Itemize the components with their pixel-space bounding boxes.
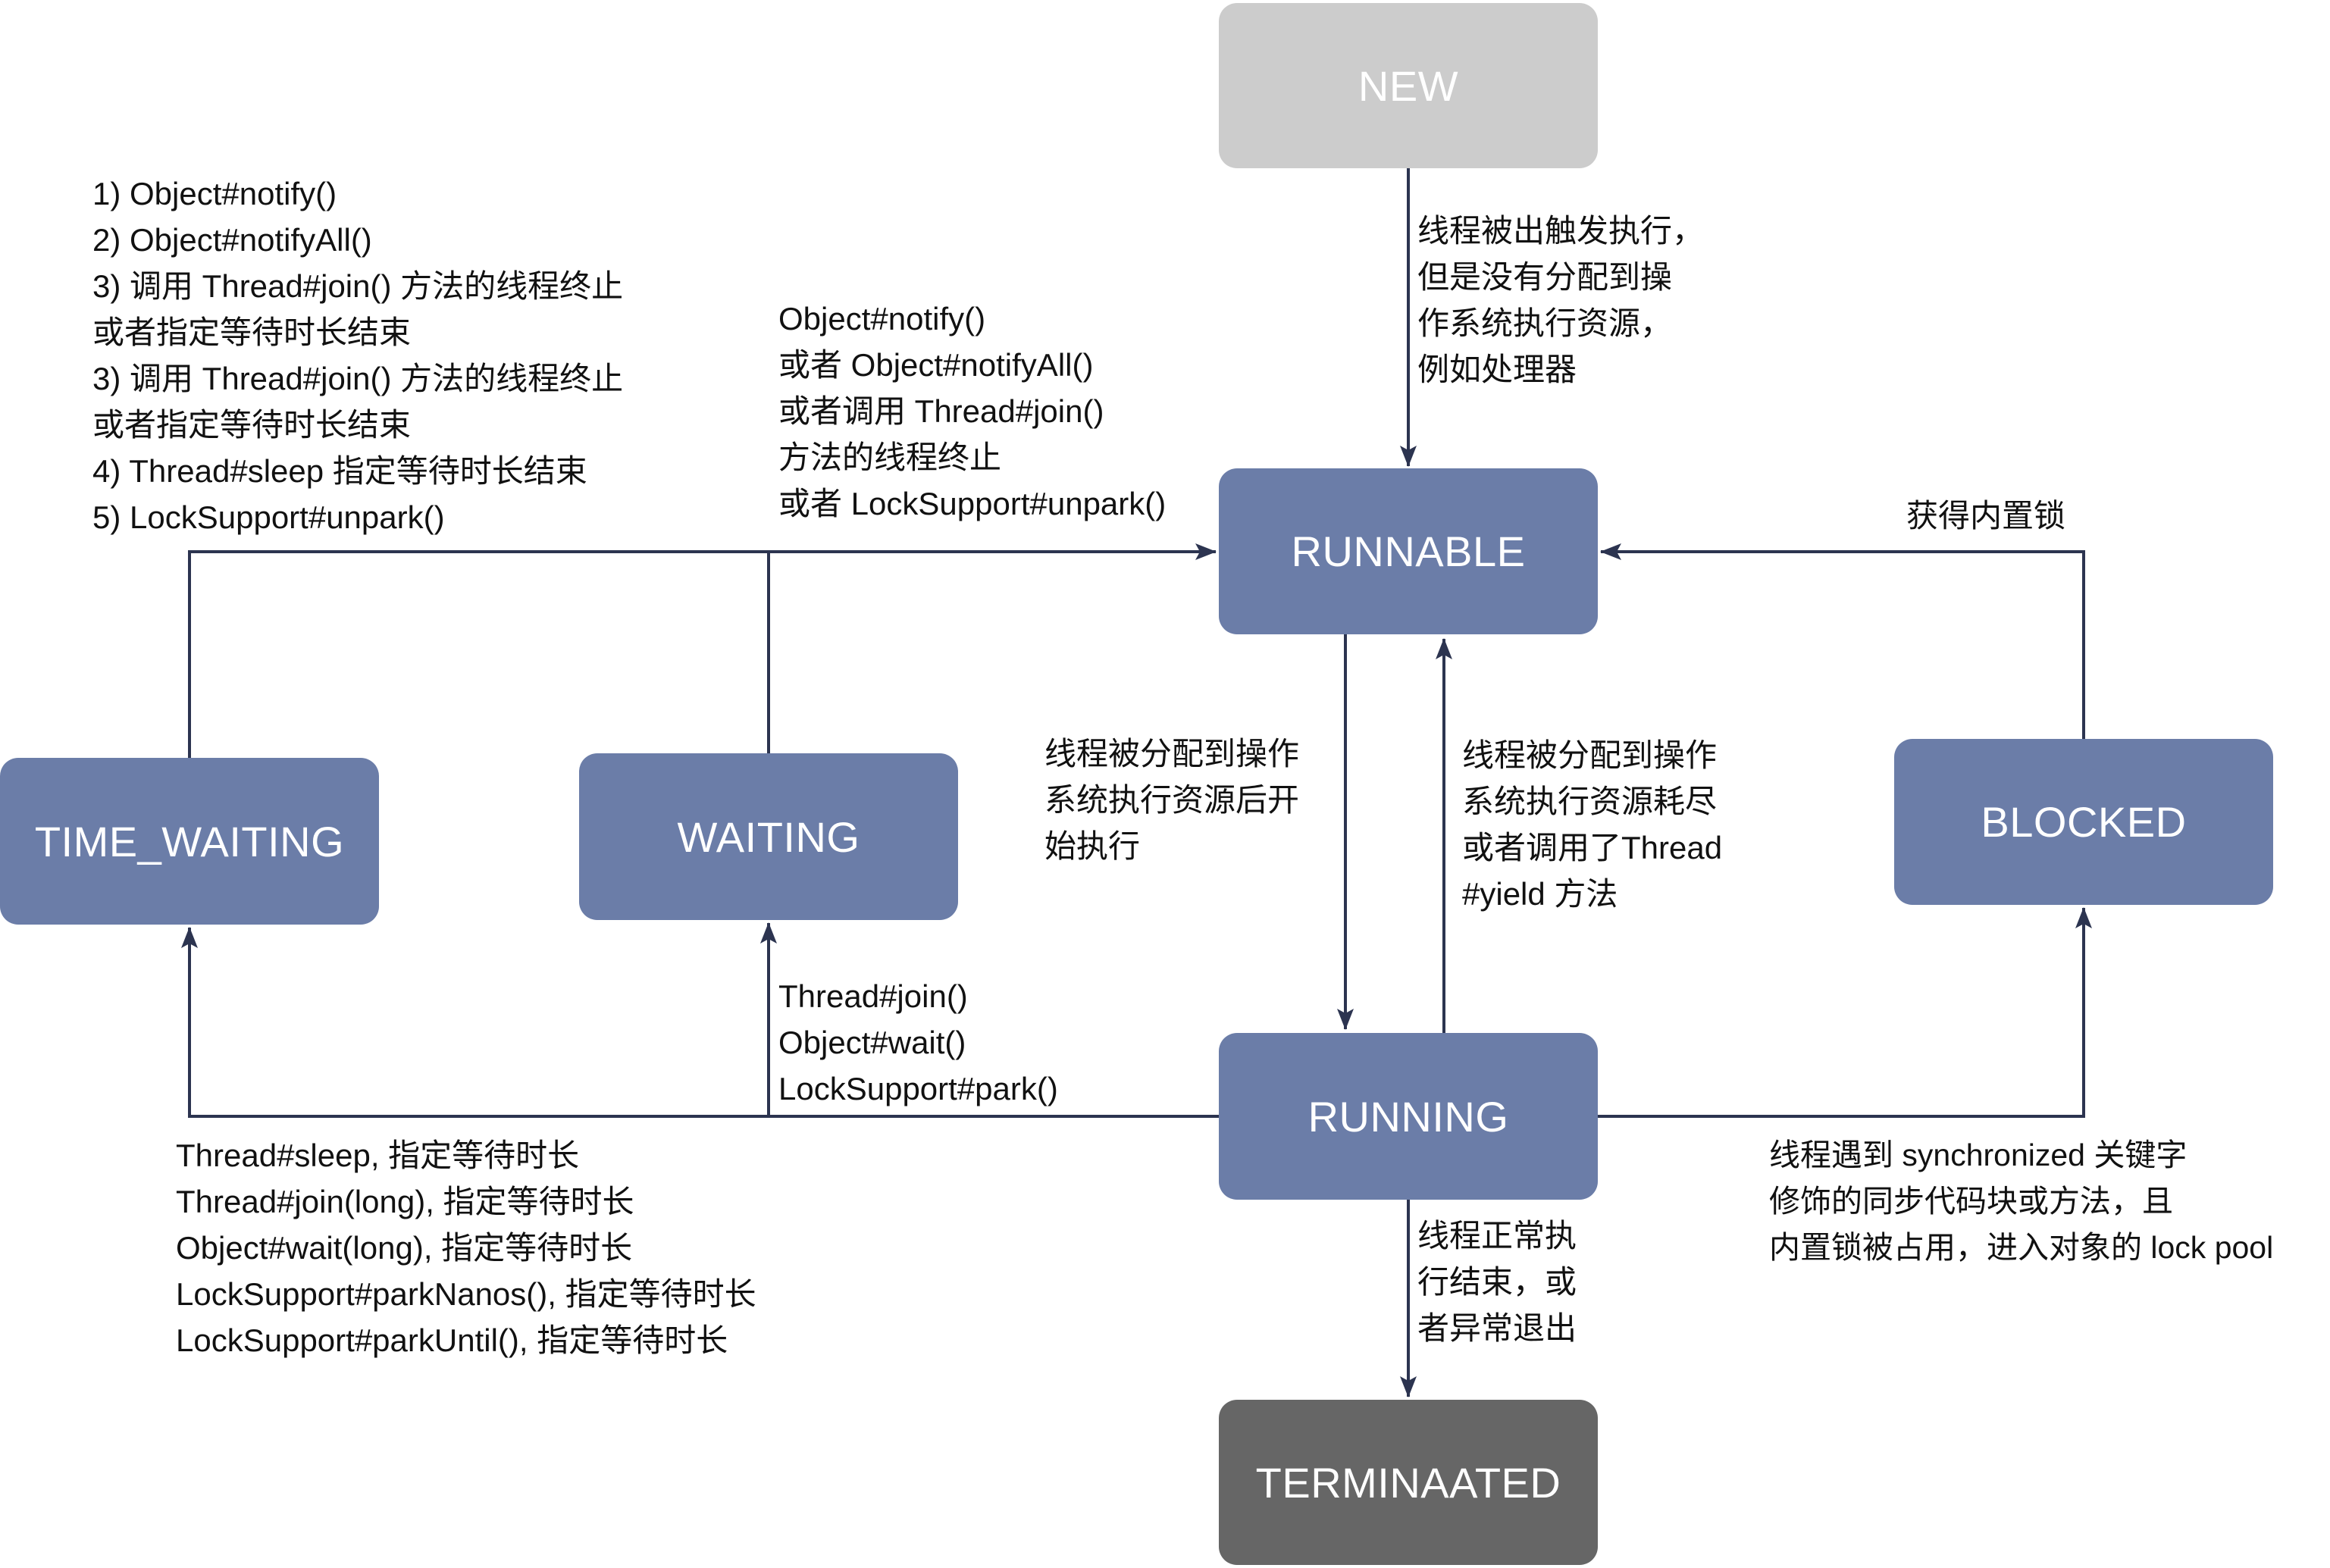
label-line: 5) LockSupport#unpark() xyxy=(92,499,445,535)
state-blocked-label: BLOCKED xyxy=(1981,798,2187,846)
label-running-to-terminated: 线程正常执 行结束，或 者异常退出 xyxy=(1417,1213,1577,1351)
state-running-label: RUNNING xyxy=(1307,1092,1509,1141)
label-waiting-to-runnable: Object#notify() 或者 Object#notifyAll() 或者… xyxy=(778,296,1166,527)
label-line: 线程遇到 synchronized 关键字 xyxy=(1769,1138,2188,1172)
label-line: 作系统执行资源， xyxy=(1417,305,1673,341)
label-line: 但是没有分配到操 xyxy=(1417,259,1673,295)
state-running: RUNNING xyxy=(1219,1033,1598,1200)
label-line: 获得内置锁 xyxy=(1906,498,2066,534)
label-running-to-waiting: Thread#join() Object#wait() LockSupport#… xyxy=(778,973,1058,1112)
edge-running-to-time-waiting xyxy=(181,927,1219,1118)
label-line: 系统执行资源后开 xyxy=(1044,782,1300,818)
label-line: 3) 调用 Thread#join() 方法的线程终止 xyxy=(92,361,624,396)
label-line: 行结束，或 xyxy=(1417,1264,1577,1300)
label-line: #yield 方法 xyxy=(1462,876,1618,912)
state-runnable: RUNNABLE xyxy=(1219,468,1598,634)
state-waiting: WAITING xyxy=(579,753,958,920)
state-new-label: NEW xyxy=(1358,61,1459,110)
label-line: 者异常退出 xyxy=(1417,1310,1577,1346)
label-line: 内置锁被占用，进入对象的 lock pool xyxy=(1769,1230,2274,1265)
label-running-to-blocked: 线程遇到 synchronized 关键字 修饰的同步代码块或方法，且 内置锁被… xyxy=(1769,1132,2273,1271)
label-line: LockSupport#parkNanos(), 指定等待时长 xyxy=(176,1276,756,1312)
state-terminated: TERMINAATED xyxy=(1219,1400,1598,1565)
label-line: Thread#join() xyxy=(778,978,968,1014)
label-blocked-to-runnable: 获得内置锁 xyxy=(1906,493,2065,539)
label-line: LockSupport#park() xyxy=(778,1071,1058,1106)
state-new: NEW xyxy=(1219,3,1598,168)
label-line: 例如处理器 xyxy=(1417,352,1577,387)
label-runnable-to-running: 线程被分配到操作 系统执行资源后开 始执行 xyxy=(1044,731,1299,869)
label-line: 或者指定等待时长结束 xyxy=(92,315,412,350)
label-line: 始执行 xyxy=(1044,828,1141,864)
label-line: 线程正常执 xyxy=(1417,1218,1577,1253)
state-waiting-label: WAITING xyxy=(677,812,860,861)
label-line: 3) 调用 Thread#join() 方法的线程终止 xyxy=(92,268,624,304)
label-line: 或者 LockSupport#unpark() xyxy=(778,486,1167,521)
state-terminated-label: TERMINAATED xyxy=(1255,1458,1561,1507)
label-line: Object#notify() xyxy=(778,301,986,336)
label-line: LockSupport#parkUntil(), 指定等待时长 xyxy=(176,1322,728,1358)
label-line: Thread#sleep, 指定等待时长 xyxy=(176,1138,580,1173)
label-line: 4) Thread#sleep 指定等待时长结束 xyxy=(92,453,587,489)
edge-running-to-blocked xyxy=(1598,907,2092,1118)
state-time-waiting-label: TIME_WAITING xyxy=(34,817,345,865)
label-line: Thread#join(long), 指定等待时长 xyxy=(176,1184,634,1219)
label-line: 系统执行资源耗尽 xyxy=(1462,784,1718,819)
label-line: 或者调用 Thread#join() xyxy=(778,393,1104,429)
edge-time-waiting-to-runnable xyxy=(188,543,1217,758)
label-line: 修饰的同步代码块或方法，且 xyxy=(1769,1184,2173,1219)
label-line: 或者调用了Thread xyxy=(1462,830,1723,865)
state-blocked: BLOCKED xyxy=(1894,739,2273,905)
state-runnable-label: RUNNABLE xyxy=(1291,527,1526,575)
label-running-to-runnable: 线程被分配到操作 系统执行资源耗尽 或者调用了Thread #yield 方法 xyxy=(1462,732,1722,917)
edge-blocked-to-runnable xyxy=(1600,543,2085,739)
label-line: 或者指定等待时长结束 xyxy=(92,407,412,443)
state-time-waiting: TIME_WAITING xyxy=(0,758,379,925)
label-line: 或者 Object#notifyAll() xyxy=(778,347,1094,383)
label-line: 线程被出触发执行， xyxy=(1417,213,1705,249)
label-new-to-runnable: 线程被出触发执行， 但是没有分配到操 作系统执行资源， 例如处理器 xyxy=(1417,208,1704,393)
label-line: 方法的线程终止 xyxy=(778,440,1002,475)
label-line: 线程被分配到操作 xyxy=(1044,736,1300,771)
label-line: Object#wait(long), 指定等待时长 xyxy=(176,1230,633,1266)
label-line: Object#wait() xyxy=(778,1025,966,1060)
label-line: 2) Object#notifyAll() xyxy=(92,222,372,258)
label-line: 线程被分配到操作 xyxy=(1462,737,1718,773)
label-line: 1) Object#notify() xyxy=(92,176,337,211)
label-time-waiting-to-runnable: 1) Object#notify() 2) Object#notifyAll()… xyxy=(92,171,623,540)
label-running-to-time-waiting: Thread#sleep, 指定等待时长 Thread#join(long), … xyxy=(176,1132,756,1363)
